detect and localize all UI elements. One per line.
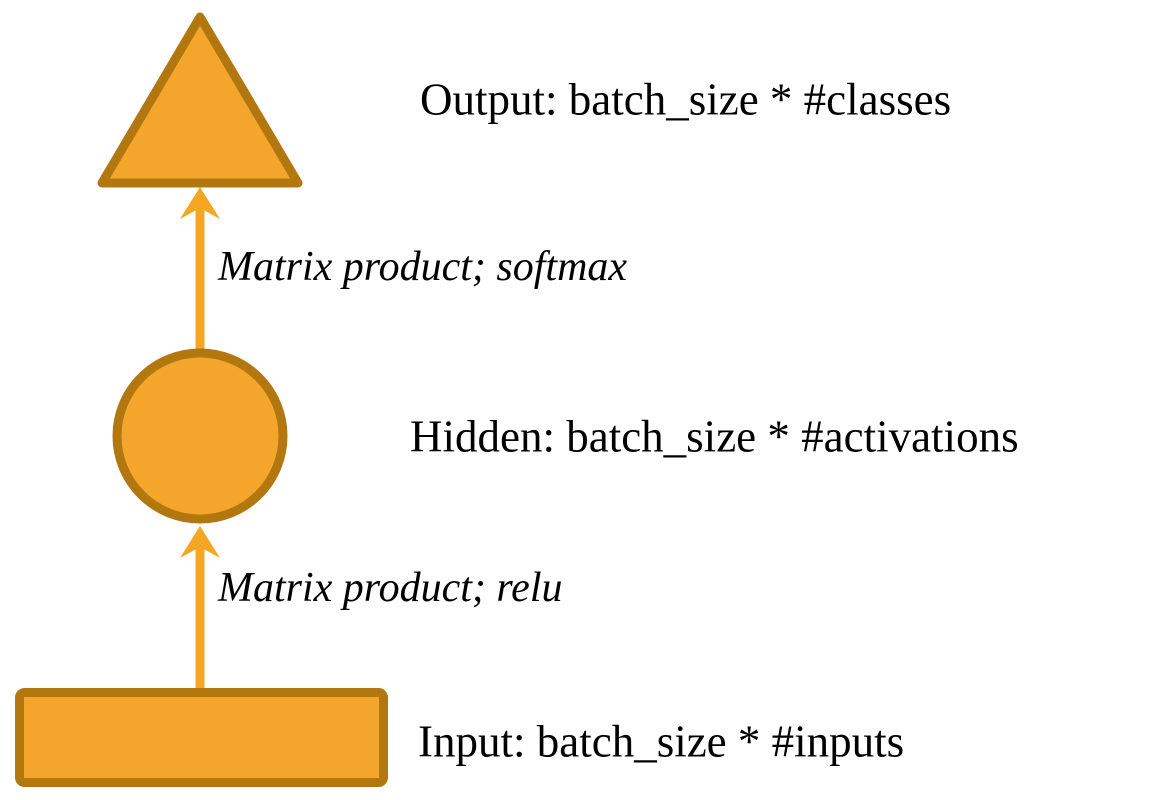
output-triangle-node — [97, 12, 303, 188]
edge-label-softmax: Matrix product; softmax — [218, 243, 628, 290]
arrow-input-to-hidden-head-icon — [180, 526, 220, 558]
arrow-hidden-to-output-head-icon — [180, 187, 220, 219]
arrow-hidden-to-output — [180, 187, 220, 351]
output-node-label: Output: batch_size * #classes — [420, 74, 952, 125]
input-rectangle-node — [15, 688, 388, 787]
hidden-circle-node — [112, 348, 288, 524]
arrow-input-to-hidden — [180, 526, 220, 689]
input-node-label: Input: batch_size * #inputs — [418, 716, 905, 767]
edge-label-relu: Matrix product; relu — [218, 564, 563, 611]
hidden-node-label: Hidden: batch_size * #activations — [410, 411, 1019, 462]
